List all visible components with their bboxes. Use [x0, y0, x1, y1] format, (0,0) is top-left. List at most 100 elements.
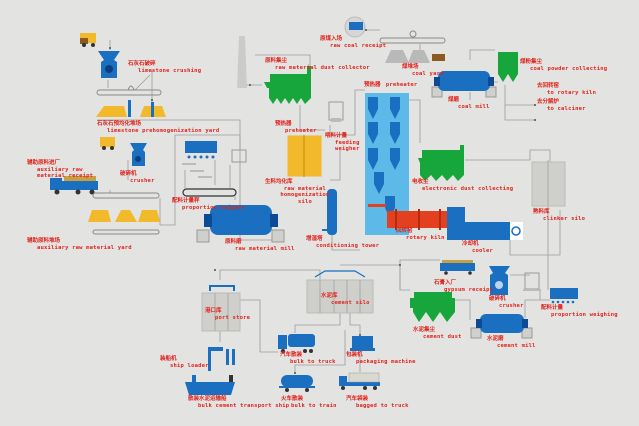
label-en: ship loader: [170, 362, 209, 369]
label-en: cooler: [472, 247, 494, 254]
label-zh: 水泥库: [321, 293, 338, 299]
cement-mill-icon: [470, 314, 533, 339]
label-zh: 煤堆场: [402, 64, 419, 70]
proportion-bins-icon: [182, 141, 247, 178]
label-zh: 原煤入场: [320, 36, 343, 42]
label-zh: 生料均化库: [265, 179, 293, 185]
port-store-icon: [201, 285, 241, 332]
ship-loader-icon: [208, 347, 235, 371]
chimney-icon: [237, 36, 247, 88]
clinker-silo-icon: [531, 161, 566, 207]
label-zh: 石灰石预均化堆场: [97, 121, 142, 127]
label-en: raw material mill: [235, 245, 295, 252]
label-zh: 包装机: [346, 352, 363, 358]
bagged-truck-icon: [339, 372, 380, 390]
label-en: feeding weigher: [335, 139, 360, 153]
label-zh: 原料磨: [225, 239, 242, 245]
label-en: auxiliary raw material receipt: [37, 166, 94, 180]
label-en: raw coal receipt: [330, 42, 387, 49]
label-en: conditioning tower: [316, 242, 380, 249]
label-zh: 辅助原料进厂: [27, 160, 61, 166]
label-zh: 水泥磨: [487, 336, 504, 342]
label-zh: 火车散装: [281, 396, 304, 402]
label-en: cement dust: [423, 333, 462, 340]
label-zh: 预热器: [275, 121, 292, 127]
coal-yard-icon: [385, 50, 445, 63]
preheater-small-icon: [286, 134, 323, 178]
label-en: to rotary kiln: [547, 89, 597, 96]
limestone-truck-icon: [80, 33, 96, 47]
label-zh: 预热器: [364, 82, 381, 88]
label-zh: 破碎机: [489, 296, 506, 302]
label-zh: 石膏入厂: [434, 280, 457, 286]
label-zh: 石灰石破碎: [128, 61, 156, 67]
coal-powder-collector-icon: [498, 52, 518, 82]
label-zh: 去分解炉: [537, 99, 560, 105]
label-zh: 原料集尘: [265, 58, 288, 64]
label-en: proportion weigher: [182, 204, 246, 211]
label-zh: 配料计量秤: [172, 198, 200, 204]
label-zh: 装船机: [160, 356, 177, 362]
label-en: raw material homogenization silo: [280, 185, 330, 205]
label-en: limestone prehomogenization yard: [107, 127, 220, 134]
label-en: proportion weighing: [551, 311, 618, 318]
label-en: bulk to train: [291, 402, 337, 409]
label-en: crusher: [130, 177, 155, 184]
label-zh: 去回转窑: [537, 83, 560, 89]
gypsum-crusher-icon: [489, 266, 510, 295]
label-en: limestone crushing: [138, 67, 202, 74]
label-zh: 喂料计量: [325, 133, 348, 139]
cement-dust-collector-icon: [410, 292, 455, 322]
label-en: bagged to truck: [356, 402, 409, 409]
label-zh: 配料计量: [541, 305, 564, 311]
aux-material-truck-icon: [100, 137, 115, 150]
label-zh: 破碎机: [120, 171, 137, 177]
aux-conveyor-icon: [92, 192, 160, 235]
pipes: [97, 29, 561, 373]
label-en: electronic dust collecting: [422, 185, 514, 192]
label-en: cement silo: [331, 299, 370, 306]
label-zh: 汽车袋装: [346, 396, 369, 402]
label-en: port store: [215, 314, 251, 321]
electronic-dust-collector-icon: [418, 145, 464, 181]
label-en: preheater: [285, 127, 317, 134]
limestone-pile-icon: [96, 100, 166, 117]
gypsum-truck-icon: [440, 260, 475, 275]
label-en: crusher: [499, 302, 524, 309]
coal-conveyor-icon: [379, 30, 446, 44]
conditioning-tower-icon: [322, 189, 337, 235]
label-zh: 辅助原料堆场: [27, 238, 61, 244]
label-en: gypsum receipt: [444, 286, 494, 293]
proportion-weigher-icon: [182, 188, 237, 197]
bulk-truck-icon: [278, 334, 315, 353]
cement-proportion-weighing-icon: [550, 288, 578, 304]
train-tanker-icon: [279, 375, 315, 392]
label-zh: 汽车散装: [280, 352, 303, 358]
label-en: rotary kiln: [406, 234, 445, 241]
